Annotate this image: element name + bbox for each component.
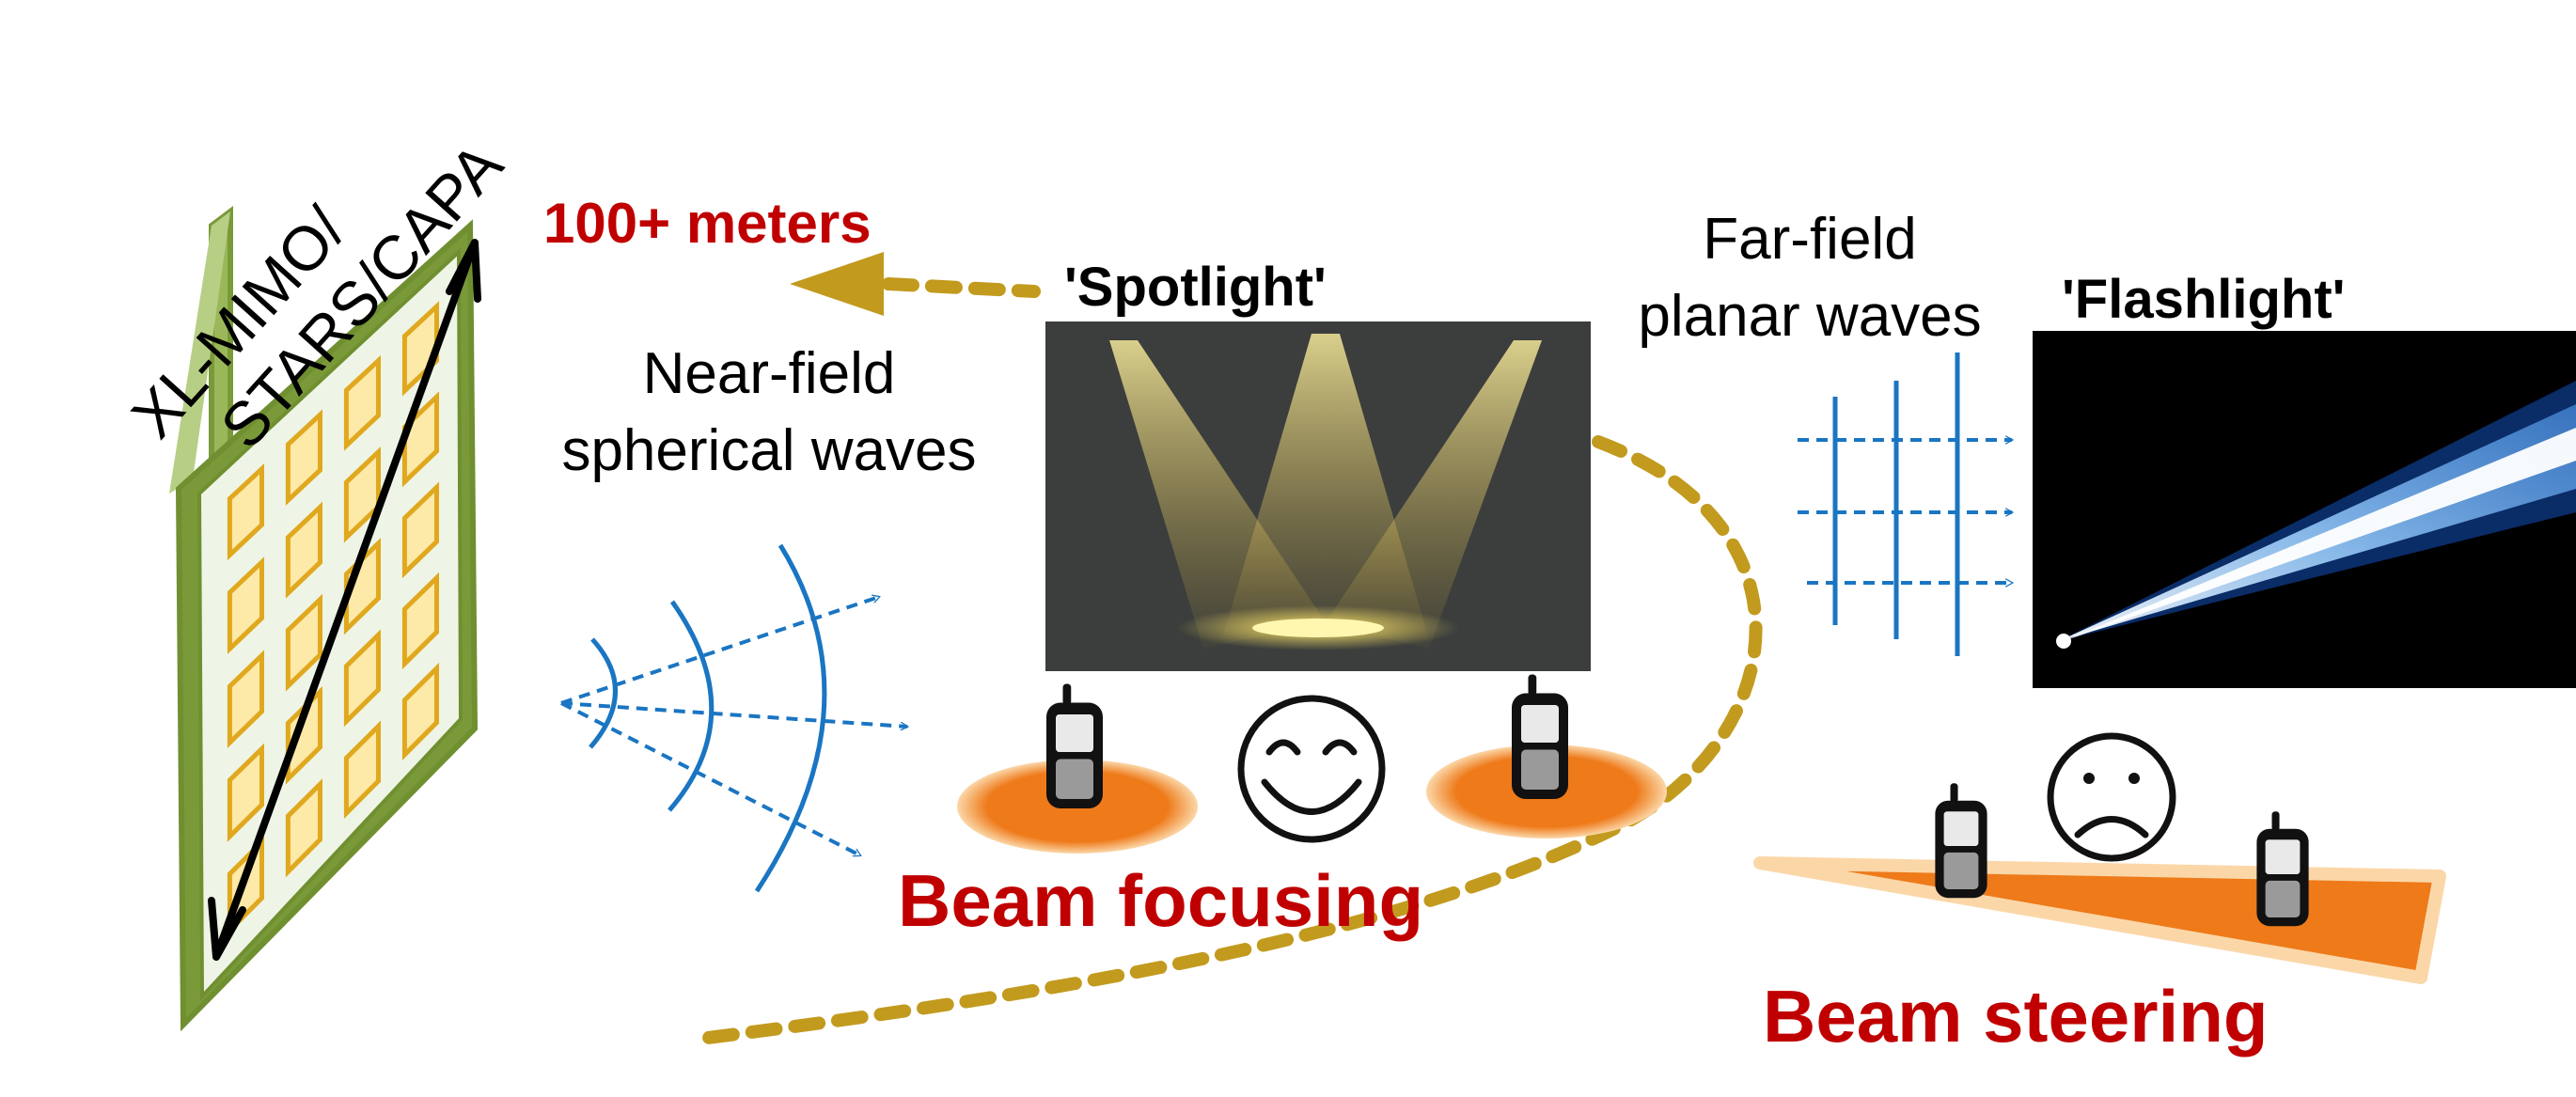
beam-focusing-caption: Beam focusing bbox=[898, 859, 1423, 942]
planar-waves bbox=[1798, 353, 2012, 656]
antenna-element bbox=[401, 662, 439, 760]
antenna-element bbox=[343, 354, 381, 451]
aperture-dimension-line bbox=[212, 241, 479, 959]
antenna-element bbox=[401, 391, 439, 488]
antenna-element bbox=[285, 501, 322, 599]
antenna-element bbox=[227, 463, 264, 561]
flashlight-label: 'Flashlight' bbox=[2062, 269, 2345, 330]
far-field-label-line2: planar waves bbox=[1638, 284, 1981, 349]
beam-steering-caption: Beam steering bbox=[1763, 975, 2269, 1058]
aperture-arrowhead-top bbox=[446, 239, 481, 303]
spherical-wavefront-2 bbox=[668, 600, 715, 812]
aperture-arrowhead-bottom bbox=[208, 897, 246, 961]
antenna-element bbox=[343, 629, 381, 728]
antenna-element bbox=[227, 650, 264, 748]
distance-dashed-curve bbox=[694, 435, 1763, 1045]
spherical-wavefront-1 bbox=[589, 637, 618, 749]
antenna-element bbox=[227, 743, 264, 842]
spotlight-image bbox=[1045, 321, 1591, 671]
antenna-element bbox=[227, 556, 264, 655]
antenna-element bbox=[285, 593, 322, 692]
near-field-label-line1: Near-field bbox=[643, 341, 896, 406]
spherical-ray-mid bbox=[560, 701, 907, 727]
phone-icon bbox=[1935, 783, 1987, 899]
antenna-element bbox=[401, 572, 439, 670]
antenna-array-panel bbox=[169, 206, 481, 1032]
antenna-element bbox=[401, 301, 439, 397]
spherical-ray-up bbox=[560, 597, 879, 705]
distance-arrowhead bbox=[790, 252, 884, 316]
antenna-element bbox=[285, 409, 322, 506]
phone-icon bbox=[1046, 683, 1103, 808]
phone-icon bbox=[2256, 811, 2309, 927]
spotlight-label: 'Spotlight' bbox=[1064, 257, 1327, 318]
steering-beam-wedge bbox=[1753, 856, 2446, 984]
phone-icon bbox=[1512, 674, 1568, 799]
near-field-label-line2: spherical waves bbox=[561, 418, 976, 483]
far-field-label-line1: Far-field bbox=[1703, 207, 1916, 272]
happy-face-icon bbox=[1237, 695, 1386, 843]
antenna-element bbox=[401, 481, 439, 579]
antenna-element bbox=[343, 538, 381, 635]
distance-dashed-line bbox=[882, 277, 1041, 298]
sad-face-icon bbox=[2047, 732, 2176, 862]
flashlight-image bbox=[2033, 331, 2576, 688]
spherical-waves bbox=[560, 543, 907, 893]
distance-label: 100+ meters bbox=[543, 192, 872, 255]
antenna-element bbox=[343, 720, 381, 820]
spherical-wavefront-3 bbox=[754, 543, 827, 893]
panel-face bbox=[196, 247, 463, 1002]
antenna-element bbox=[285, 778, 322, 878]
